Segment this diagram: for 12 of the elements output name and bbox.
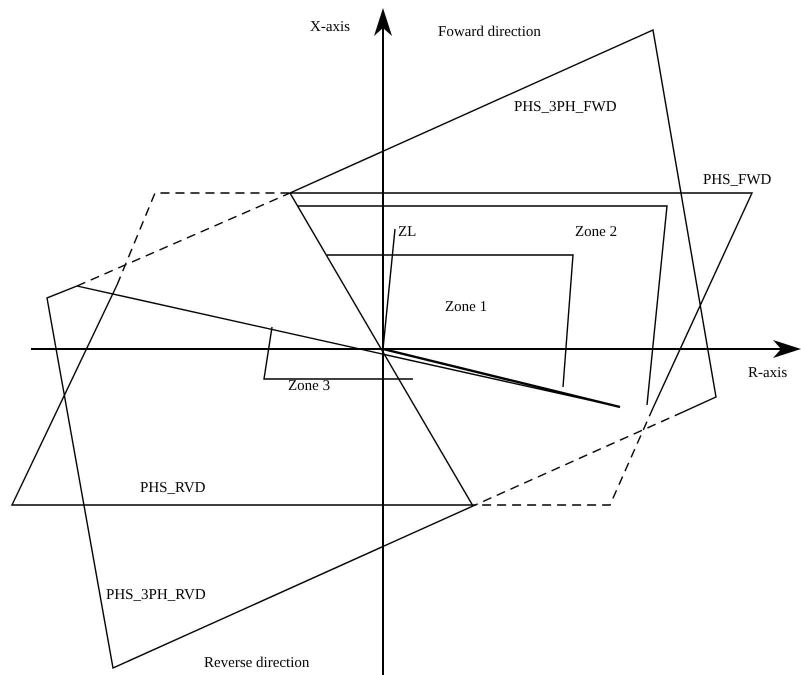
axis-label: X-axis [310, 20, 350, 35]
zone-label: Zone 3 [288, 379, 330, 394]
axis-label: R-axis [748, 366, 788, 381]
impedance-label: ZL [398, 225, 416, 240]
direction-label: Foward direction [438, 25, 541, 40]
zone-label: Zone 2 [575, 225, 618, 240]
characteristic-label: PHS_FWD [703, 173, 772, 188]
characteristic-label: PHS_RVD [140, 481, 206, 496]
direction-label: Reverse direction [204, 656, 310, 671]
characteristic-label: PHS_3PH_RVD [106, 588, 206, 603]
zone-label: Zone 1 [445, 300, 488, 315]
characteristic-label: PHS_3PH_FWD [514, 100, 617, 115]
